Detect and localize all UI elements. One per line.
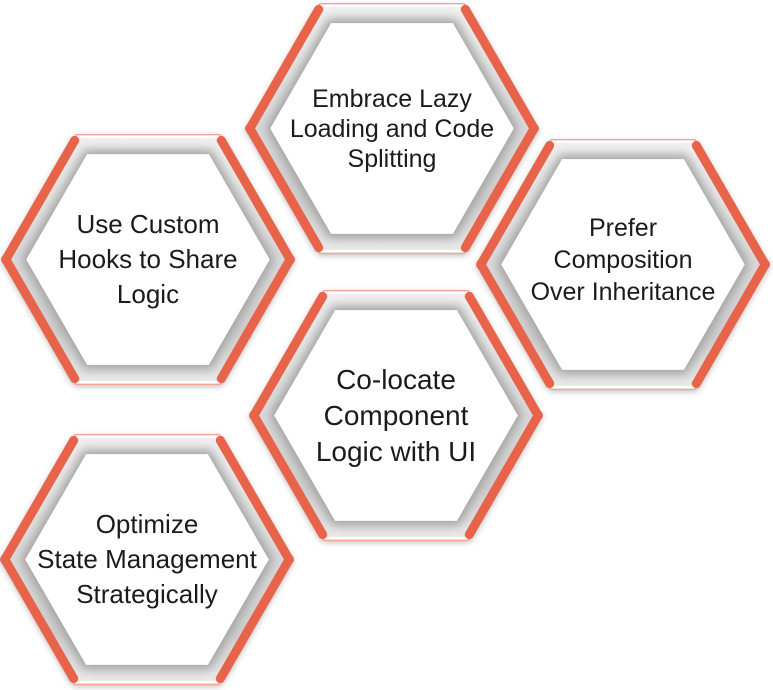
- hexagon-shape: [1, 134, 295, 385]
- accent-strip-lower-left: [1, 254, 80, 384]
- label-line: Composition: [553, 245, 693, 274]
- label-line: Over Inheritance: [530, 277, 716, 306]
- accent-strip-upper-right: [215, 435, 294, 565]
- accent-strip-lower-left: [249, 410, 328, 540]
- hexagon-optimize-state-management: Optimize State Management Strategically: [0, 434, 294, 685]
- hexagon-white-center: [501, 159, 745, 370]
- accent-strip-upper-left: [249, 291, 328, 421]
- accent-strip-lower-right: [464, 410, 543, 540]
- label-line: Prefer: [588, 213, 658, 242]
- label-line: Splitting: [347, 144, 437, 173]
- accent-strip-upper-left: [0, 435, 79, 565]
- accent-strip-lower-right: [691, 259, 770, 389]
- label-line: Use Custom: [76, 209, 220, 239]
- label-line: Embrace Lazy: [312, 84, 472, 113]
- hexagon-label: Prefer Composition Over Inheritance: [478, 139, 768, 390]
- accent-strip-upper-right: [464, 291, 543, 421]
- hexagon-label: Embrace Lazy Loading and Code Splitting: [247, 3, 537, 254]
- hexagon-shape: [249, 290, 543, 541]
- label-line: Loading and Code: [289, 114, 495, 143]
- hexagon-white-center: [270, 23, 514, 234]
- accent-strip-upper-left: [1, 135, 80, 265]
- hexagon-shape: [245, 3, 539, 254]
- hexagon-co-locate-component-logic: Co-locate Component Logic with UI: [249, 290, 543, 541]
- label-line: Component: [323, 399, 469, 431]
- accent-strip-upper-right: [691, 140, 770, 270]
- hexagon-white-center: [274, 310, 518, 521]
- accent-strip-lower-left: [245, 123, 324, 253]
- accent-strip-lower-left: [0, 554, 79, 684]
- label-line: Hooks to Share: [58, 244, 238, 274]
- accent-strip-upper-right: [460, 4, 539, 134]
- accent-strip-lower-right: [215, 554, 294, 684]
- hexagon-shape: [0, 434, 294, 685]
- accent-strip-upper-right: [216, 135, 295, 265]
- hexagon-prefer-composition: Prefer Composition Over Inheritance: [476, 139, 770, 390]
- label-line: Co-locate: [336, 363, 456, 395]
- label-line: Optimize: [95, 509, 199, 539]
- hexagon-label: Co-locate Component Logic with UI: [251, 290, 541, 541]
- hexagon-label: Optimize State Management Strategically: [2, 434, 292, 685]
- label-line: State Management: [37, 544, 257, 574]
- accent-strip-lower-right: [460, 123, 539, 253]
- hexagon-shape: [476, 139, 770, 390]
- hexagon-label: Use Custom Hooks to Share Logic: [3, 134, 293, 385]
- hexagon-use-custom-hooks: Use Custom Hooks to Share Logic: [1, 134, 295, 385]
- hexagon-white-center: [25, 454, 269, 665]
- label-line: Logic with UI: [315, 435, 477, 467]
- accent-strip-lower-left: [476, 259, 555, 389]
- accent-strip-upper-left: [245, 4, 324, 134]
- label-line: Logic: [116, 279, 180, 309]
- hexagon-embrace-lazy-loading: Embrace Lazy Loading and Code Splitting: [245, 3, 539, 254]
- accent-strip-lower-right: [216, 254, 295, 384]
- label-line: Strategically: [76, 579, 218, 609]
- hexagon-white-center: [26, 154, 270, 365]
- accent-strip-upper-left: [476, 140, 555, 270]
